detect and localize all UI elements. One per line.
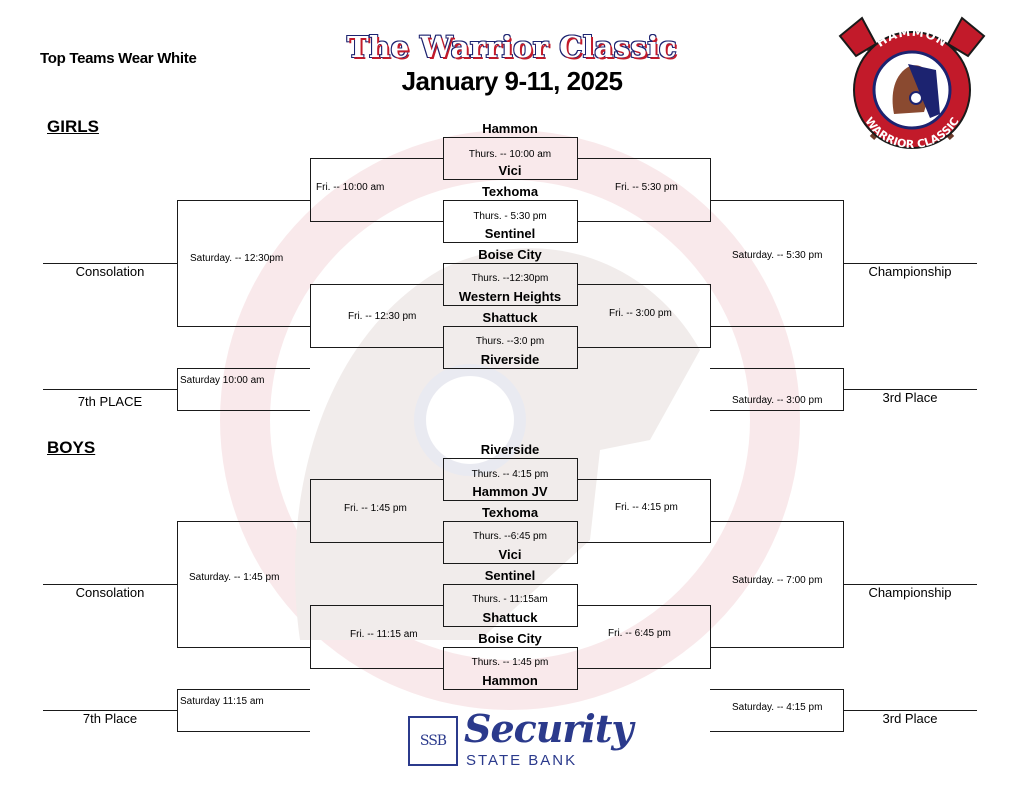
sponsor-name: Security [464,706,633,751]
girls-team-6: Western Heights [458,289,562,304]
warrior-classic-logo: HAMMON WARRIOR CLASSIC [838,16,986,151]
boys-thurs-time-3: Thurs. - 11:15am [472,594,548,605]
boys-thurs-time-4: Thurs. -- 1:45 pm [471,657,549,668]
boys-team-6: Shattuck [482,610,538,625]
boys-sat-left-time: Saturday. -- 1:45 pm [189,572,280,583]
boys-team-7: Boise City [478,631,542,646]
girls-sat-left-time: Saturday. -- 12:30pm [190,253,284,264]
boys-sat-right-time: Saturday. -- 7:00 pm [732,575,823,586]
boys-seventh-time: Saturday 11:15 am [180,696,264,707]
girls-seventh-label: 7th PLACE [77,394,143,409]
boys-team-4: Vici [498,547,522,562]
boys-fri-right-time-2: Fri. -- 6:45 pm [608,628,671,639]
boys-heading: BOYS [47,438,96,457]
girls-team-3: Texhoma [481,184,539,199]
girls-fri-right-time-2: Fri. -- 3:00 pm [609,308,672,319]
boys-fri-right-time-1: Fri. -- 4:15 pm [615,502,678,513]
girls-championship-label: Championship [868,264,952,279]
boys-third-label: 3rd Place [882,711,938,726]
girls-fri-right-time-1: Fri. -- 5:30 pm [615,182,678,193]
boys-team-8: Hammon [482,673,538,688]
boys-thurs-time-1: Thurs. -- 4:15 pm [471,469,549,480]
girls-team-5: Boise City [478,247,542,262]
page-title: The Warrior Classic [346,29,678,65]
girls-consolation-label: Consolation [75,264,145,279]
girls-thurs-time-2: Thurs. - 5:30 pm [473,211,547,222]
boys-fri-left-time-1: Fri. -- 1:45 pm [344,503,407,514]
sponsor-subtitle: STATE BANK [466,752,578,769]
ssb-monogram: SSB [408,716,458,766]
boys-team-5: Sentinel [484,568,536,583]
girls-team-2: Vici [498,163,522,178]
boys-championship-label: Championship [868,585,952,600]
boys-fri-left-time-2: Fri. -- 11:15 am [350,629,418,640]
boys-team-2: Hammon JV [472,484,548,499]
boys-third-time: Saturday. -- 4:15 pm [732,702,823,713]
boys-consolation-label: Consolation [75,585,145,600]
boys-thurs-time-2: Thurs. --6:45 pm [473,531,547,542]
girls-thurs-time-3: Thurs. --12:30pm [471,273,549,284]
girls-thurs-time-1: Thurs. -- 10:00 am [468,149,552,160]
boys-team-3: Texhoma [481,505,539,520]
watermark-chief-icon [220,130,800,710]
girls-third-time: Saturday. -- 3:00 pm [732,395,823,406]
girls-thurs-time-4: Thurs. --3:0 pm [475,336,545,347]
girls-third-label: 3rd Place [882,390,938,405]
girls-fri-left-time-2: Fri. -- 12:30 pm [348,311,417,322]
girls-team-7: Shattuck [482,310,538,325]
girls-team-1: Hammon [482,121,538,136]
girls-sat-right-time: Saturday. -- 5:30 pm [732,250,823,261]
girls-team-4: Sentinel [484,226,536,241]
security-state-bank-logo: SSB Security STATE BANK [408,706,633,770]
girls-heading: GIRLS [47,117,99,136]
girls-seventh-time: Saturday 10:00 am [180,375,265,386]
wear-white-note: Top Teams Wear White [40,50,197,67]
boys-seventh-label: 7th Place [82,711,138,726]
girls-team-8: Riverside [480,352,540,367]
event-dates: January 9-11, 2025 [401,66,623,96]
boys-team-1: Riverside [480,442,540,457]
girls-fri-left-time-1: Fri. -- 10:00 am [316,182,385,193]
